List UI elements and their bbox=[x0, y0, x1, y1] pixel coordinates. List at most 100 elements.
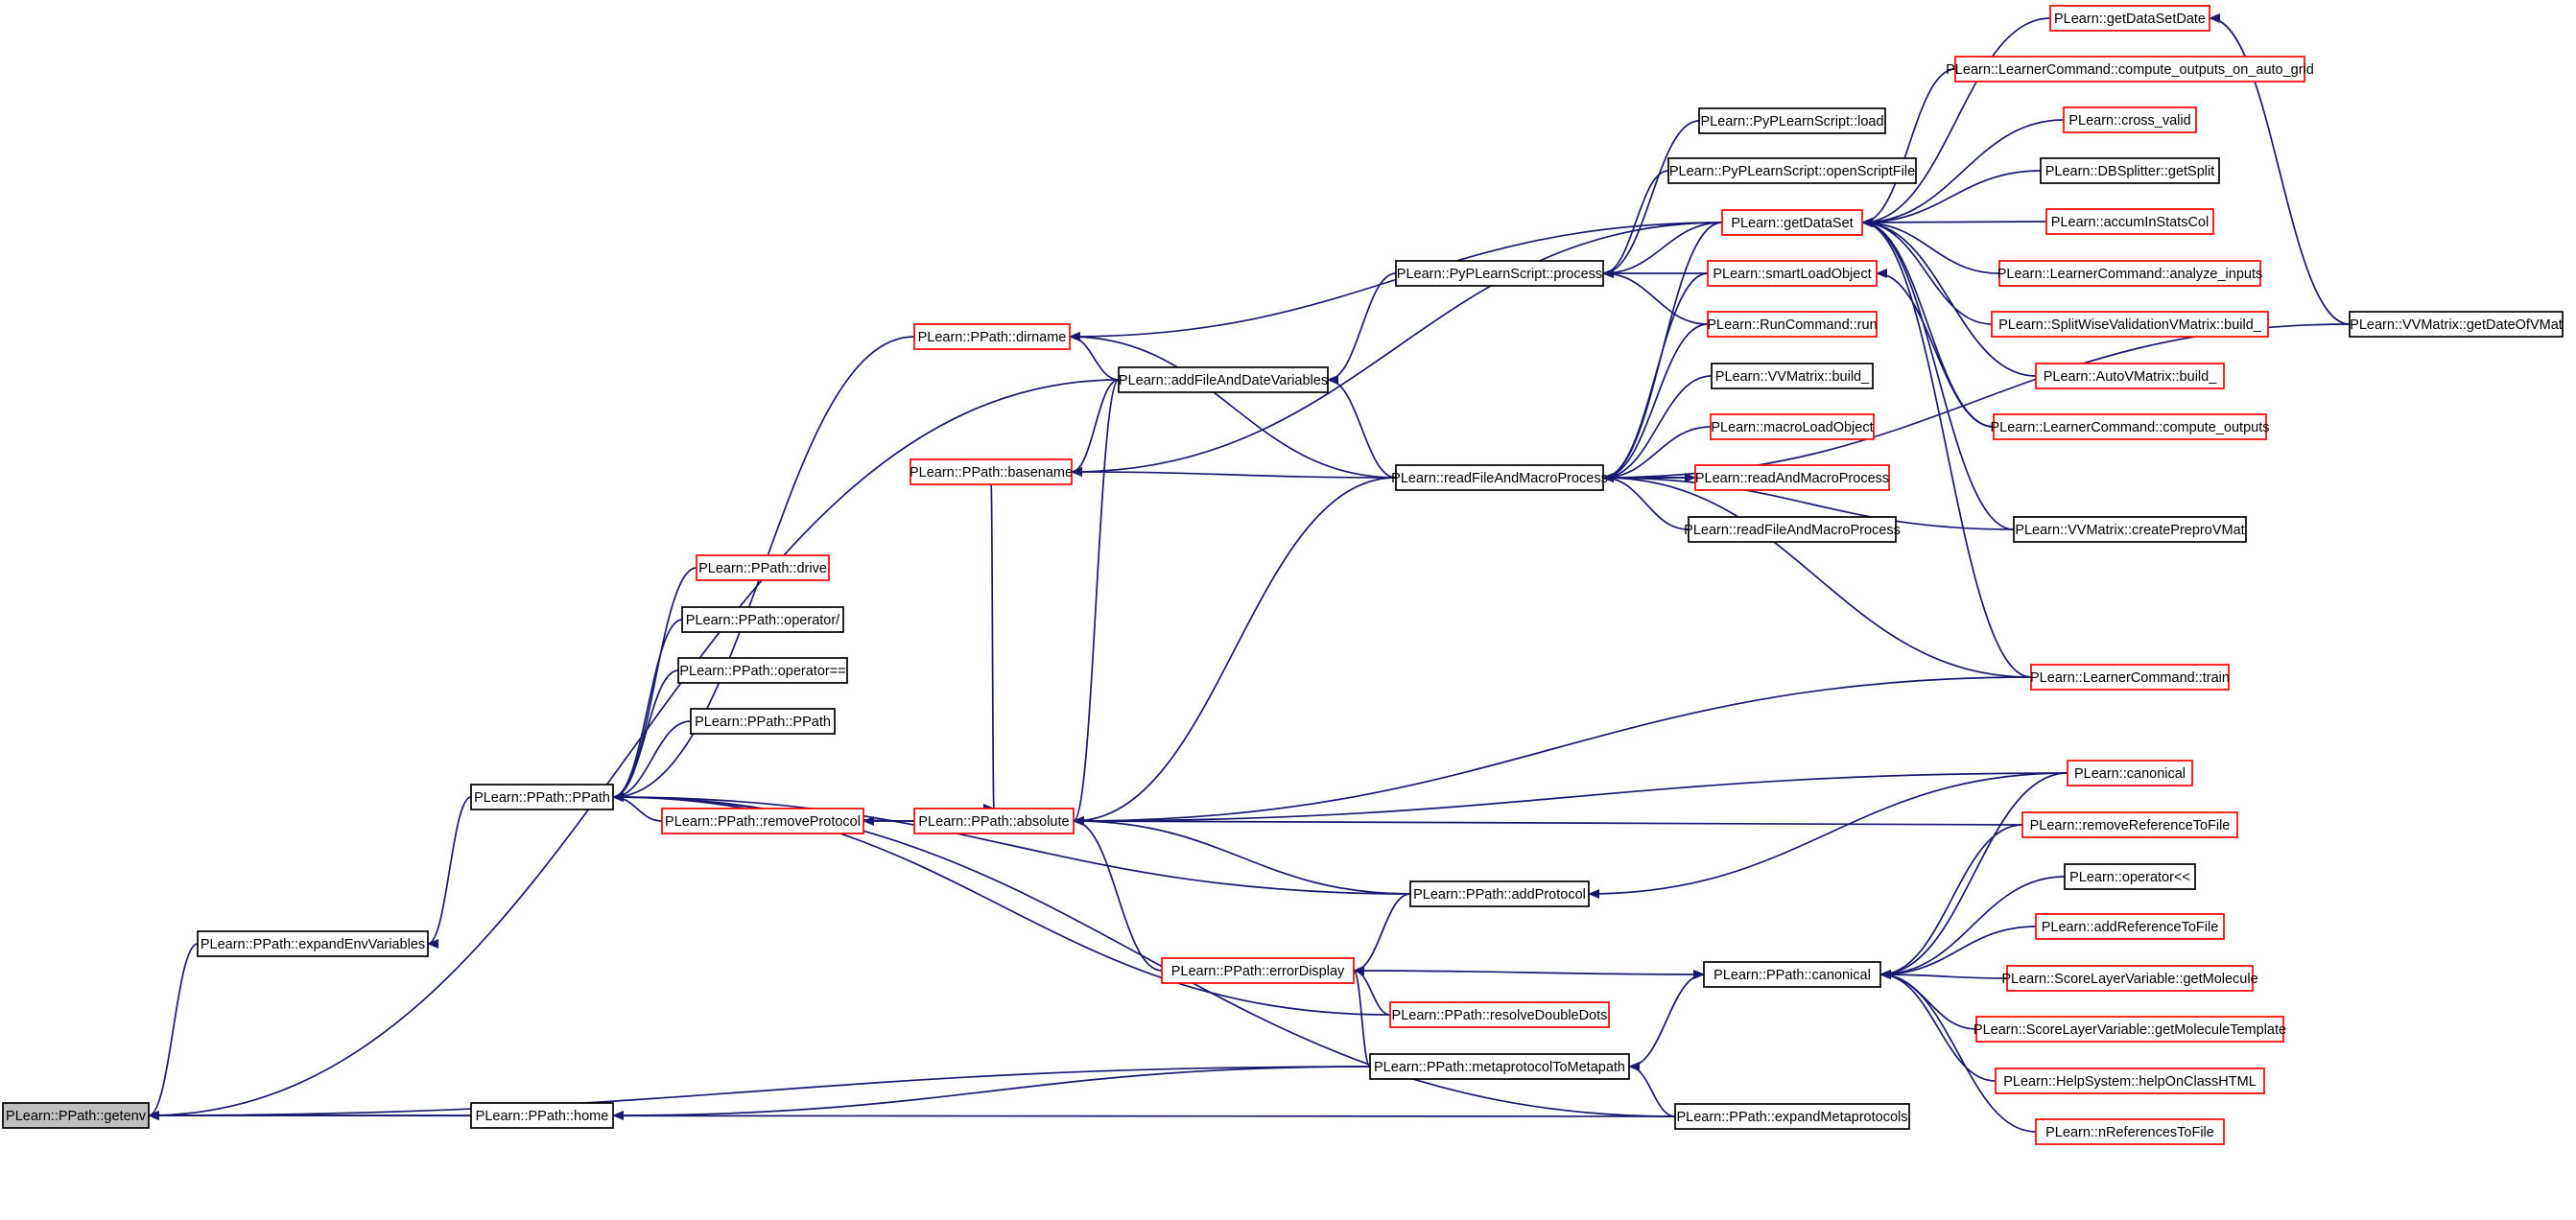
node-errorDisplay[interactable]: PLearn::PPath::errorDisplay bbox=[1161, 957, 1355, 984]
node-box bbox=[677, 657, 848, 684]
node-label: PLearn::LearnerCommand::analyze_inputs bbox=[1997, 267, 2262, 282]
node-smartLoadObject[interactable]: PLearn::smartLoadObject bbox=[1707, 260, 1878, 287]
node-getDateOfVMat[interactable]: PLearn::VVMatrix::getDateOfVMat bbox=[2349, 311, 2564, 338]
node-readFileAndMacroProcess2[interactable]: PLearn::readFileAndMacroProcess bbox=[1684, 516, 1901, 543]
node-box bbox=[1703, 961, 1881, 988]
node-runCommandRun[interactable]: PLearn::RunCommand::run bbox=[1707, 311, 1878, 338]
node-PPathCtor[interactable]: PLearn::PPath::PPath bbox=[690, 708, 836, 735]
node-box bbox=[2013, 516, 2247, 543]
node-box bbox=[1674, 1103, 1910, 1130]
node-ppCanonical[interactable]: PLearn::PPath::canonical bbox=[1703, 961, 1881, 988]
edge-readFileAndMacroProcess-to-dirname bbox=[1069, 332, 1397, 479]
node-dirname[interactable]: PLearn::PPath::dirname bbox=[913, 323, 1071, 350]
node-box bbox=[2021, 811, 2238, 838]
node-operatorShift[interactable]: PLearn::operator<< bbox=[2064, 863, 2196, 890]
node-box bbox=[1369, 1053, 1630, 1080]
node-label: PLearn::PPath::PPath bbox=[474, 790, 610, 806]
node-opEq[interactable]: PLearn::PPath::operator== bbox=[677, 657, 848, 684]
edge-runCommandRun-to-readFileAndMacroProcess bbox=[1602, 323, 1709, 482]
edge-dbSplitter-to-getDataSet bbox=[1861, 170, 2042, 227]
node-box bbox=[470, 784, 614, 810]
node-label: PLearn::PPath::PPath bbox=[695, 715, 831, 730]
node-computeOutputs[interactable]: PLearn::LearnerCommand::compute_outputs bbox=[1991, 413, 2270, 440]
node-label: PLearn::PyPLearnScript::openScriptFile bbox=[1669, 164, 1915, 179]
node-crossValid[interactable]: PLearn::cross_valid bbox=[2063, 106, 2197, 133]
node-expandEnvVariables[interactable]: PLearn::PPath::expandEnvVariables bbox=[197, 930, 429, 957]
node-learnerTrain[interactable]: PLearn::LearnerCommand::train bbox=[2030, 664, 2230, 691]
node-label: PLearn::VVMatrix::getDateOfVMat bbox=[2350, 317, 2563, 333]
node-label: PLearn::PPath::expandEnvVariables bbox=[201, 937, 425, 952]
edge-createPreproVMat-to-readFileAndMacroProcess bbox=[1602, 473, 2015, 530]
edge-PPathCtor-to-PPath bbox=[612, 720, 692, 802]
node-analyzeInputs[interactable]: PLearn::LearnerCommand::analyze_inputs bbox=[1997, 260, 2262, 287]
node-label: PLearn::PPath::operator/ bbox=[686, 613, 840, 628]
node-resolveDoubleDots[interactable]: PLearn::PPath::resolveDoubleDots bbox=[1389, 1001, 1610, 1028]
node-addProtocol[interactable]: PLearn::PPath::addProtocol bbox=[1409, 880, 1590, 907]
edge-computeOutputs-to-getDataSet bbox=[1861, 218, 1995, 428]
node-metaprotocolToMetapath[interactable]: PLearn::PPath::metaprotocolToMetapath bbox=[1369, 1053, 1630, 1080]
node-computeOutputsGrid[interactable]: PLearn::LearnerCommand::compute_outputs_… bbox=[1946, 56, 2314, 82]
node-getMoleculeTemplate[interactable]: PLearn::ScoreLayerVariable::getMoleculeT… bbox=[1973, 1016, 2286, 1043]
node-label: PLearn::LearnerCommand::compute_outputs_… bbox=[1946, 62, 2314, 78]
node-canonicalFn[interactable]: PLearn::canonical bbox=[2067, 760, 2193, 786]
node-pyProcess[interactable]: PLearn::PyPLearnScript::process bbox=[1395, 260, 1604, 287]
node-getDataSet[interactable]: PLearn::getDataSet bbox=[1721, 209, 1863, 236]
node-autoVMatrix[interactable]: PLearn::AutoVMatrix::build_ bbox=[2035, 363, 2225, 389]
edge-addFileAndDateVariables-to-absolute bbox=[1073, 379, 1120, 826]
node-createPreproVMat[interactable]: PLearn::VVMatrix::createPreproVMat bbox=[2013, 516, 2247, 543]
node-label: PLearn::operator<< bbox=[2069, 870, 2190, 885]
node-label: PLearn::VVMatrix::createPreproVMat bbox=[2015, 523, 2244, 538]
node-readFileAndMacroProcess[interactable]: PLearn::readFileAndMacroProcess bbox=[1391, 464, 1608, 491]
node-absolute[interactable]: PLearn::PPath::absolute bbox=[913, 808, 1075, 834]
node-label: PLearn::LearnerCommand::train bbox=[2030, 670, 2230, 686]
node-label: PLearn::PPath::removeProtocol bbox=[665, 814, 861, 830]
node-box bbox=[2006, 965, 2254, 992]
node-splitWise[interactable]: PLearn::SplitWiseValidationVMatrix::buil… bbox=[1991, 311, 2269, 338]
node-label: PLearn::VVMatrix::build_ bbox=[1715, 369, 1870, 385]
edge-pyLoad-to-pyProcess bbox=[1602, 120, 1700, 278]
node-accumInStatsCol[interactable]: PLearn::accumInStatsCol bbox=[2045, 208, 2214, 235]
node-addFileAndDateVariables[interactable]: PLearn::addFileAndDateVariables bbox=[1118, 366, 1329, 393]
node-readAndMacroProcess[interactable]: PLearn::readAndMacroProcess bbox=[1694, 464, 1890, 491]
node-getMolecule[interactable]: PLearn::ScoreLayerVariable::getMolecule bbox=[2001, 965, 2258, 992]
node-removeReferenceToFile[interactable]: PLearn::removeReferenceToFile bbox=[2021, 811, 2238, 838]
node-drive[interactable]: PLearn::PPath::drive bbox=[696, 554, 830, 581]
node-macroLoadObject[interactable]: PLearn::macroLoadObject bbox=[1710, 413, 1875, 440]
node-pyOpen[interactable]: PLearn::PyPLearnScript::openScriptFile bbox=[1667, 157, 1917, 184]
node-PPath[interactable]: PLearn::PPath::PPath bbox=[470, 784, 614, 810]
node-box bbox=[2035, 363, 2225, 389]
edge-nReferencesToFile-to-ppCanonical bbox=[1879, 970, 2037, 1133]
node-vvBuild[interactable]: PLearn::VVMatrix::build_ bbox=[1711, 363, 1874, 389]
node-opSlash[interactable]: PLearn::PPath::operator/ bbox=[681, 606, 844, 633]
edge-learnerTrain-to-absolute bbox=[1073, 676, 2032, 826]
node-getenv[interactable]: PLearn::PPath::getenv bbox=[2, 1102, 150, 1129]
edge-operatorShift-to-ppCanonical bbox=[1879, 876, 2066, 979]
node-box bbox=[1118, 366, 1329, 393]
node-dbSplitter[interactable]: PLearn::DBSplitter::getSplit bbox=[2040, 157, 2220, 184]
node-pyLoad[interactable]: PLearn::PyPLearnScript::load bbox=[1698, 107, 1886, 134]
node-nReferencesToFile[interactable]: PLearn::nReferencesToFile bbox=[2035, 1118, 2225, 1145]
node-addReferenceToFile[interactable]: PLearn::addReferenceToFile bbox=[2035, 913, 2225, 940]
node-helpOnClassHTML[interactable]: PLearn::HelpSystem::helpOnClassHTML bbox=[1995, 1068, 2265, 1094]
node-basename[interactable]: PLearn::PPath::basename bbox=[910, 458, 1073, 485]
node-label: PLearn::addReferenceToFile bbox=[2042, 920, 2219, 935]
node-label: PLearn::PPath::basename bbox=[910, 465, 1073, 481]
node-box bbox=[1707, 311, 1878, 338]
edge-addProtocol-to-absolute bbox=[1073, 816, 1411, 895]
edge-accumInStatsCol-to-getDataSet bbox=[1861, 217, 2047, 227]
node-label: PLearn::PPath::dirname bbox=[918, 330, 1067, 345]
node-label: PLearn::smartLoadObject bbox=[1713, 267, 1871, 282]
node-getDataSetDate[interactable]: PLearn::getDataSetDate bbox=[2049, 5, 2210, 32]
node-label: PLearn::HelpSystem::helpOnClassHTML bbox=[2003, 1074, 2257, 1090]
edge-getDataSetDate-to-getDataSet bbox=[1861, 17, 2051, 227]
node-label: PLearn::PyPLearnScript::load bbox=[1700, 114, 1883, 129]
node-layer: PLearn::PPath::getenv PLearn::PPath::expa… bbox=[2, 5, 2564, 1145]
edge-readFileAndMacroProcess2-to-readFileAndMacroProcess bbox=[1602, 473, 1690, 530]
node-home[interactable]: PLearn::PPath::home bbox=[470, 1102, 614, 1129]
edge-createPreproVMat-to-getDataSet bbox=[1861, 218, 2015, 530]
node-removeProtocol[interactable]: PLearn::PPath::removeProtocol bbox=[661, 808, 864, 834]
node-expandMetaprotocols[interactable]: PLearn::PPath::expandMetaprotocols bbox=[1674, 1103, 1910, 1130]
node-box bbox=[2063, 106, 2197, 133]
edge-getDataSet-to-basename bbox=[1071, 222, 1723, 477]
edge-addReferenceToFile-to-ppCanonical bbox=[1879, 926, 2037, 979]
